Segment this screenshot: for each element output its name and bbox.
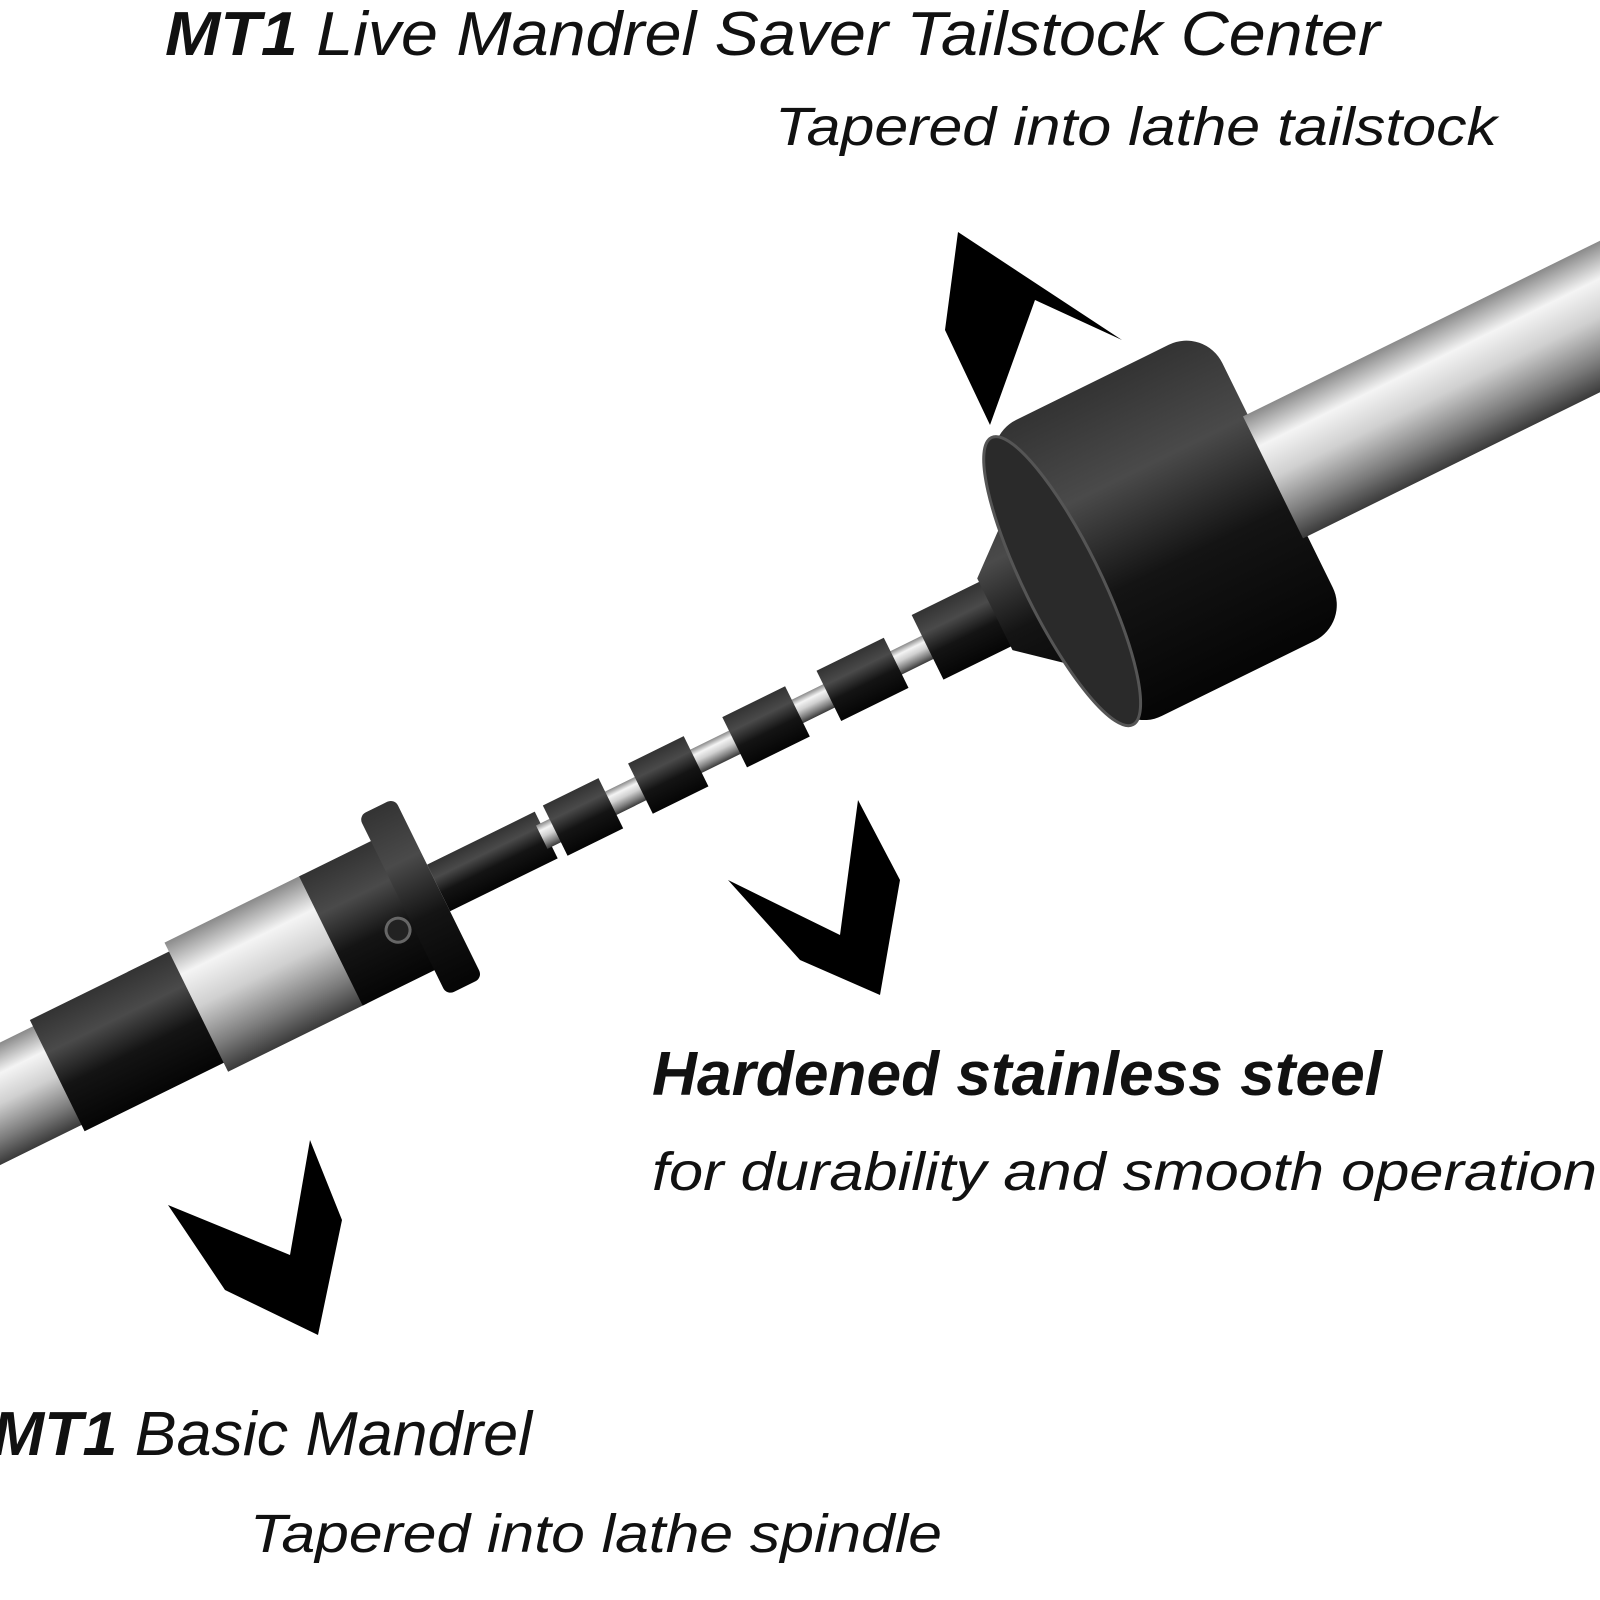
arrow-icon xyxy=(945,232,1122,425)
arrow-icon xyxy=(728,800,900,995)
tailstock-title: MT1 Live Mandrel Saver Tailstock Center xyxy=(165,0,1383,69)
spacer-bushing xyxy=(542,778,624,856)
tailstock-taper-shaft xyxy=(1242,239,1600,539)
steel-body xyxy=(164,874,368,1072)
material-title: Hardened stainless steel xyxy=(652,1040,1384,1109)
spacer-bushing xyxy=(628,736,709,814)
model-label: MT1 xyxy=(0,1400,117,1469)
mandrel-subtitle: Tapered into lathe spindle xyxy=(250,1504,942,1564)
mandrel-title: MT1 Basic Mandrel xyxy=(0,1400,534,1469)
black-collar xyxy=(299,832,453,1006)
thin-black-shaft xyxy=(427,811,558,912)
arrow-icon xyxy=(168,1140,342,1335)
mandrel-assembly xyxy=(0,239,1600,1174)
mandrel-name: Basic Mandrel xyxy=(135,1400,534,1469)
flange-disc xyxy=(361,800,480,993)
spacer-bushing xyxy=(816,637,909,722)
tailstock-name: Live Mandrel Saver Tailstock Center xyxy=(316,0,1382,69)
set-screw xyxy=(384,916,412,944)
bearing-ring-face xyxy=(982,435,1143,728)
tailstock-subtitle: Tapered into lathe tailstock xyxy=(775,97,1500,157)
material-subtitle: for durability and smooth operation xyxy=(652,1142,1597,1202)
black-band xyxy=(29,949,229,1132)
center-nose xyxy=(911,579,1016,680)
spacer-bushing xyxy=(722,686,810,768)
model-label: MT1 xyxy=(165,0,298,69)
